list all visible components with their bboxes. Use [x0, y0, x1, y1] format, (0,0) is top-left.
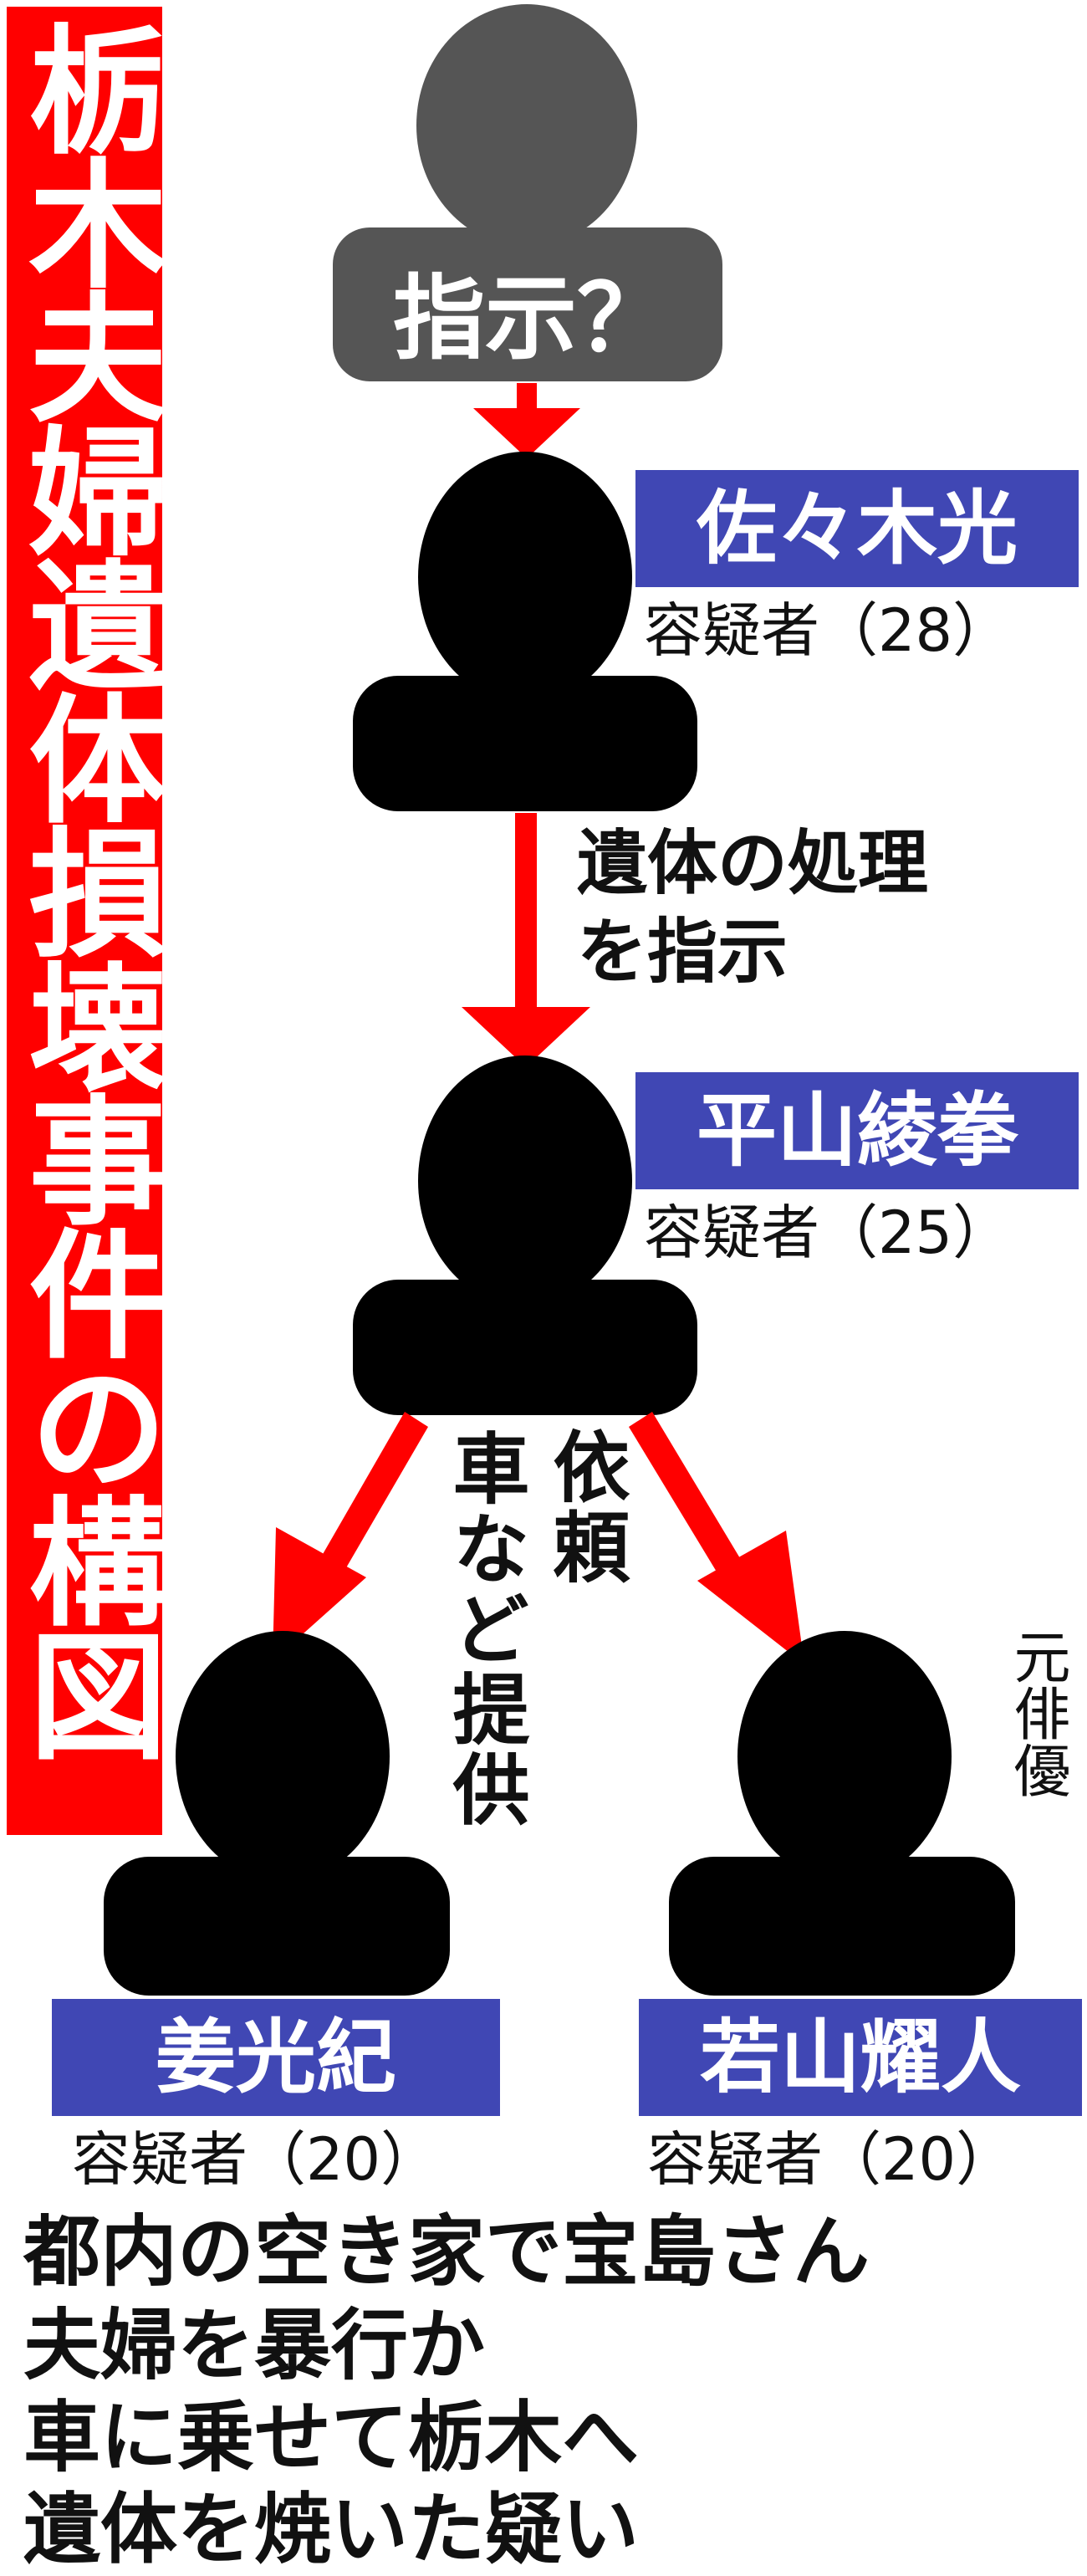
caption-line-3: 車に乗せて栃木へ [23, 2392, 640, 2482]
relation-provide-car: 車など提供 [440, 1429, 530, 1830]
diagram-title: 栃木夫婦遺体損壊事件の構図 [7, 18, 162, 1758]
diagram-graphics [104, 4, 1015, 1996]
name-tag-hirayama: 平山綾拳 [635, 1072, 1079, 1189]
hirayama-silhouette [353, 1055, 697, 1415]
caption-line-1: 都内の空き家で宝島さん [23, 2206, 870, 2297]
caption-line-4: 遺体を焼いた疑い [23, 2484, 640, 2574]
title-bar: 栃木夫婦遺体損壊事件の構図 [7, 7, 162, 1835]
status-hirayama: 容疑者（25） [644, 1199, 1012, 1267]
wakayama-silhouette [669, 1631, 1015, 1996]
unknown-person-silhouette [333, 4, 722, 381]
instruction-question-label: 指示？ [393, 265, 669, 372]
arrow-hirayama-to-right [629, 1412, 804, 1664]
status-jiang: 容疑者（20） [72, 2125, 440, 2194]
name-tag-sasaki: 佐々木光 [635, 470, 1079, 587]
name-tag-wakayama: 若山耀人 [639, 1999, 1082, 2116]
arrow-instruct-to-sasaki [473, 383, 580, 458]
name-tag-jiang: 姜光紀 [52, 1999, 500, 2116]
relation-label-line1: 遺体の処理 [577, 821, 929, 904]
arrow-hirayama-to-left [273, 1412, 428, 1661]
jiang-silhouette [104, 1631, 450, 1996]
caption-line-2: 夫婦を暴行か [23, 2300, 486, 2390]
sasaki-silhouette [353, 452, 697, 811]
status-sasaki: 容疑者（28） [644, 596, 1012, 665]
status-wakayama: 容疑者（20） [647, 2125, 1015, 2194]
note-former-actor: 元俳優 [1003, 1628, 1069, 1798]
arrow-sasaki-to-hirayama [462, 813, 590, 1067]
relation-request: 依頼 [540, 1427, 630, 1587]
relation-label-line2: を指示 [577, 910, 788, 993]
